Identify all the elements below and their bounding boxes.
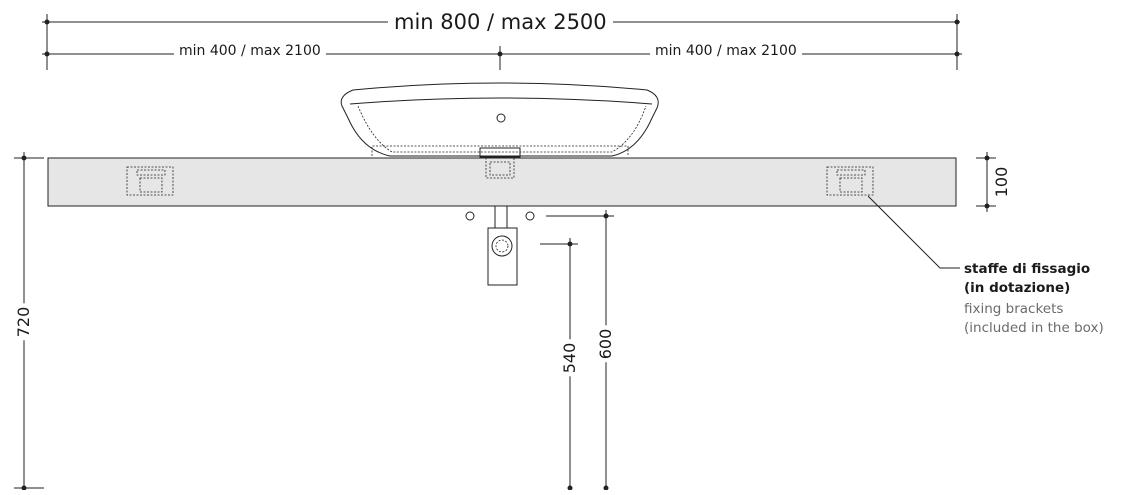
- water-supply-left: [465, 211, 475, 221]
- countertop: [47, 157, 957, 207]
- drain-dashed: [485, 157, 515, 179]
- total-width-label: min 800 / max 2500: [388, 12, 613, 33]
- right-fixing-bracket: [826, 166, 874, 196]
- bracket-note-title-2: (in dotazione): [964, 280, 1071, 296]
- siphon: [487, 206, 518, 286]
- water-supply-right: [525, 211, 535, 221]
- height-720-label: 720: [14, 303, 34, 341]
- bracket-note-subtitle-1: fixing brackets: [964, 301, 1064, 317]
- thickness-dimension: [976, 152, 996, 212]
- right-width-label: min 400 / max 2100: [650, 44, 802, 58]
- thickness-100-label: 100: [992, 163, 1012, 201]
- bracket-leader-line: [867, 195, 960, 269]
- bracket-note-subtitle-2: (included in the box): [964, 320, 1104, 336]
- height-540-label: 540: [560, 339, 580, 377]
- left-width-label: min 400 / max 2100: [174, 44, 326, 58]
- washbasin: [340, 82, 659, 158]
- bracket-note-title-1: staffe di fissagio: [964, 261, 1091, 277]
- left-fixing-bracket: [126, 166, 174, 196]
- height-600-label: 600: [596, 325, 616, 363]
